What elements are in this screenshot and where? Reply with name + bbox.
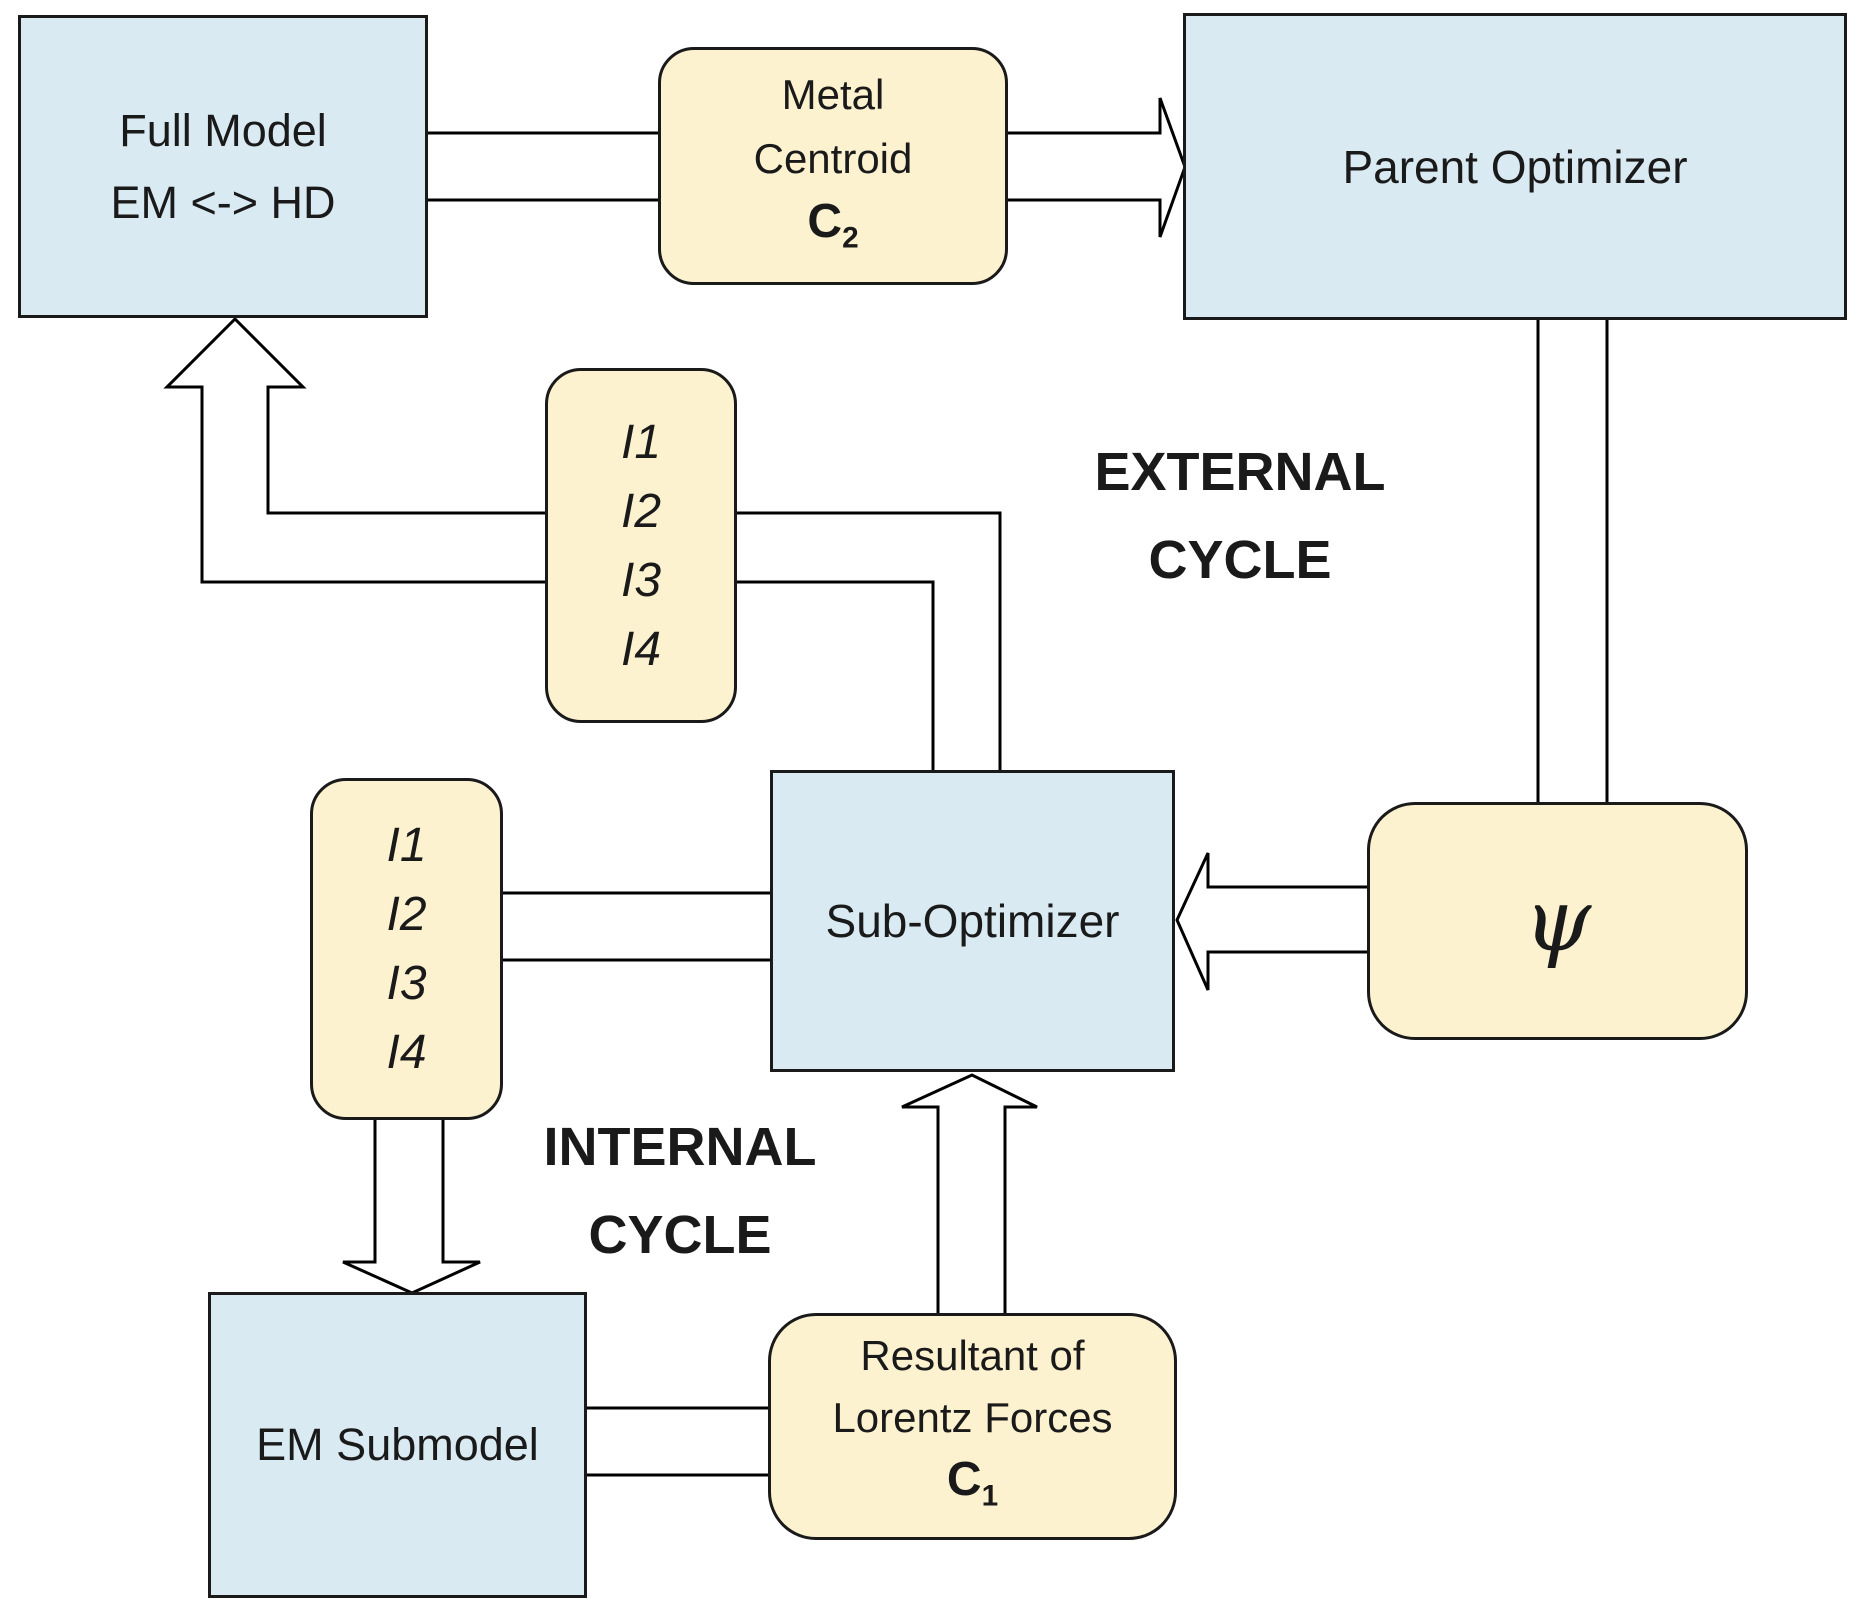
io-item: I2 (386, 888, 427, 941)
arrow-resultant-to-sub-optimizer (901, 1073, 1038, 1313)
resultant-line1: Resultant of (860, 1332, 1085, 1380)
connector-fullmodel-to-centroid (428, 131, 658, 202)
metal-centroid-line2: Centroid (753, 134, 913, 182)
parent-optimizer-label: Parent Optimizer (1342, 140, 1688, 193)
external-cycle-label: EXTERNAL CYCLE (1055, 428, 1425, 604)
external-cycle-line1: EXTERNAL (1094, 442, 1386, 502)
full-model-line2: EM <-> HD (110, 176, 336, 228)
metal-centroid-line1: Metal (781, 70, 885, 118)
full-model-box: Full Model EM <-> HD (18, 15, 428, 318)
metal-centroid-symbol: C2 (807, 194, 859, 255)
full-model-line1: Full Model (119, 104, 327, 156)
sub-optimizer-box: Sub-Optimizer (770, 770, 1175, 1072)
io-item: I4 (386, 1026, 427, 1079)
connector-parent-optimizer-to-psi (1536, 320, 1609, 802)
internal-cycle-line2: CYCLE (588, 1205, 772, 1265)
io-list-lower-box: I1 I2 I3 I4 (310, 778, 503, 1120)
io-item: I1 (620, 415, 662, 469)
em-submodel-box: EM Submodel (208, 1292, 587, 1598)
arrow-centroid-to-parent-optimizer (1008, 97, 1187, 238)
internal-cycle-line1: INTERNAL (543, 1117, 817, 1177)
io-list-upper-box: I1 I2 I3 I4 (545, 368, 737, 723)
psi-box: ψ (1367, 802, 1748, 1040)
parent-optimizer-box: Parent Optimizer (1183, 13, 1847, 320)
arrow-io-lower-to-em-submodel (342, 1120, 481, 1295)
resultant-line2: Lorentz Forces (832, 1394, 1113, 1442)
arrow-io-upper-to-full-model (163, 316, 545, 584)
sub-optimizer-label: Sub-Optimizer (825, 895, 1120, 947)
io-item: I2 (620, 484, 662, 538)
arrow-psi-to-sub-optimizer (1175, 852, 1367, 991)
internal-cycle-label: INTERNAL CYCLE (495, 1103, 865, 1279)
resultant-symbol: C1 (946, 1453, 999, 1513)
metal-centroid-box: Metal Centroid C2 (658, 47, 1008, 285)
io-item: I3 (386, 957, 427, 1010)
em-submodel-label: EM Submodel (256, 1419, 539, 1470)
connector-em-submodel-to-resultant (587, 1406, 768, 1477)
external-cycle-line2: CYCLE (1148, 530, 1332, 590)
connector-io-upper-to-sub-optimizer (737, 511, 1002, 770)
io-item: I1 (386, 819, 427, 872)
psi-symbol: ψ (1523, 871, 1592, 971)
io-item: I4 (620, 622, 662, 676)
connector-io-lower-to-sub-optimizer (503, 891, 770, 962)
io-item: I3 (620, 553, 662, 607)
resultant-box: Resultant of Lorentz Forces C1 (768, 1313, 1177, 1540)
